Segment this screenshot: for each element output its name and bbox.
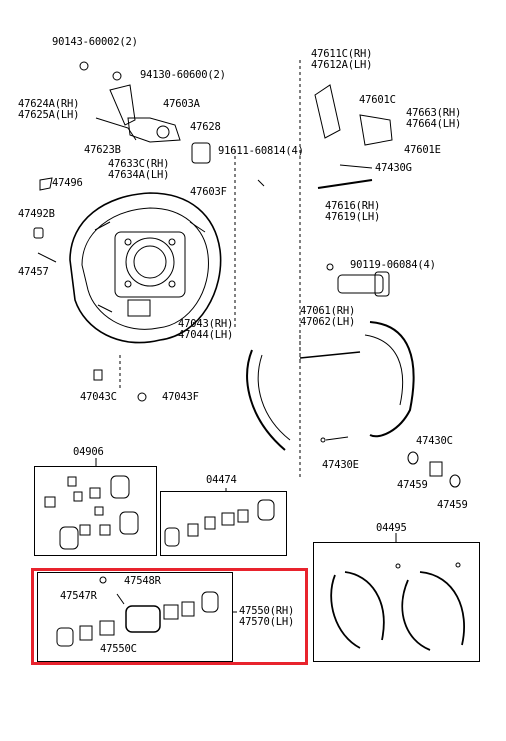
label-47601c[interactable]: 47601C [359, 94, 396, 106]
kit-04495-box[interactable] [313, 542, 480, 662]
label-47628[interactable]: 47628 [190, 121, 221, 133]
label-47043[interactable]: 47043(RH) 47044(LH) [178, 319, 233, 341]
label-47611c-text: 47611C(RH) [311, 48, 373, 60]
label-47663[interactable]: 47663(RH) 47664(LH) [406, 108, 461, 130]
label-04474[interactable]: 04474 [206, 474, 237, 486]
wheel-cylinder[interactable] [56, 576, 219, 647]
label-47430c[interactable]: 47430C [416, 435, 453, 447]
label-47550c[interactable]: 47550C [100, 643, 137, 655]
label-47664-text: 47664(LH) [406, 118, 462, 130]
label-47633c[interactable]: 47633C(RH) 47634A(LH) [108, 159, 169, 181]
label-91611[interactable]: 91611-60814(4) [218, 145, 304, 157]
wheel-cylinder-box[interactable] [37, 572, 233, 662]
label-47603f[interactable]: 47603F [190, 186, 227, 198]
label-94130[interactable]: 94130-60600(2) [140, 69, 226, 81]
label-47459-b[interactable]: 47459 [437, 499, 468, 511]
label-47492b[interactable]: 47492B [18, 208, 55, 220]
label-47430e[interactable]: 47430E [322, 459, 359, 471]
label-47457[interactable]: 47457 [18, 266, 49, 278]
label-47603a[interactable]: 47603A [163, 98, 200, 110]
label-47061[interactable]: 47061(RH) 47062(LH) [300, 306, 355, 328]
label-47570-text: 47570(LH) [239, 616, 295, 628]
label-47043c[interactable]: 47043C [80, 391, 117, 403]
adjuster-parts[interactable] [314, 84, 393, 297]
label-47061-text: 47061(RH) [300, 305, 356, 317]
label-47430g[interactable]: 47430G [375, 162, 412, 174]
kit-04906-parts[interactable] [44, 475, 139, 550]
label-47611c[interactable]: 47611C(RH) 47612A(LH) [311, 49, 372, 71]
label-47663-text: 47663(RH) [406, 107, 462, 119]
label-47616[interactable]: 47616(RH) 47619(LH) [325, 201, 380, 223]
hold-down-spring[interactable] [407, 451, 461, 488]
label-47550[interactable]: 47550(RH) 47570(LH) [239, 606, 294, 628]
label-47619-text: 47619(LH) [325, 211, 381, 223]
label-47634a-text: 47634A(LH) [108, 169, 170, 181]
label-90119[interactable]: 90119-06084(4) [350, 259, 436, 271]
leader-lines [119, 60, 301, 480]
label-47459-a[interactable]: 47459 [397, 479, 428, 491]
label-47601e[interactable]: 47601E [404, 144, 441, 156]
kit-04906-box[interactable] [34, 466, 157, 556]
label-47612a-text: 47612A(LH) [311, 59, 373, 71]
label-04906[interactable]: 04906 [73, 446, 104, 458]
label-47623b[interactable]: 47623B [84, 144, 121, 156]
label-47625a-text: 47625A(LH) [18, 109, 80, 121]
label-47043-text: 47043(RH) [178, 318, 234, 330]
label-90143[interactable]: 90143-60002(2) [52, 36, 138, 48]
fasteners[interactable] [33, 177, 265, 402]
parking-brake-lever[interactable] [79, 61, 211, 164]
label-04495[interactable]: 04495 [376, 522, 407, 534]
kit-04474-parts[interactable] [164, 499, 275, 547]
label-47043f[interactable]: 47043F [162, 391, 199, 403]
label-47496[interactable]: 47496 [52, 177, 83, 189]
highlight-frame [31, 568, 308, 665]
brake-shoes[interactable] [246, 321, 415, 451]
label-47633c-text: 47633C(RH) [108, 158, 170, 170]
label-47062-text: 47062(LH) [300, 316, 356, 328]
backing-plate[interactable] [69, 192, 222, 344]
label-47624a[interactable]: 47624A(RH) 47625A(LH) [18, 99, 79, 121]
label-47616-text: 47616(RH) [325, 200, 381, 212]
label-47044-text: 47044(LH) [178, 329, 234, 341]
label-47624a-text: 47624A(RH) [18, 98, 80, 110]
label-47548r[interactable]: 47548R [124, 575, 161, 587]
kit-04474-box[interactable] [160, 491, 287, 556]
kit-04495-shoes[interactable] [330, 562, 465, 651]
label-47547r[interactable]: 47547R [60, 590, 97, 602]
label-47550-text: 47550(RH) [239, 605, 295, 617]
